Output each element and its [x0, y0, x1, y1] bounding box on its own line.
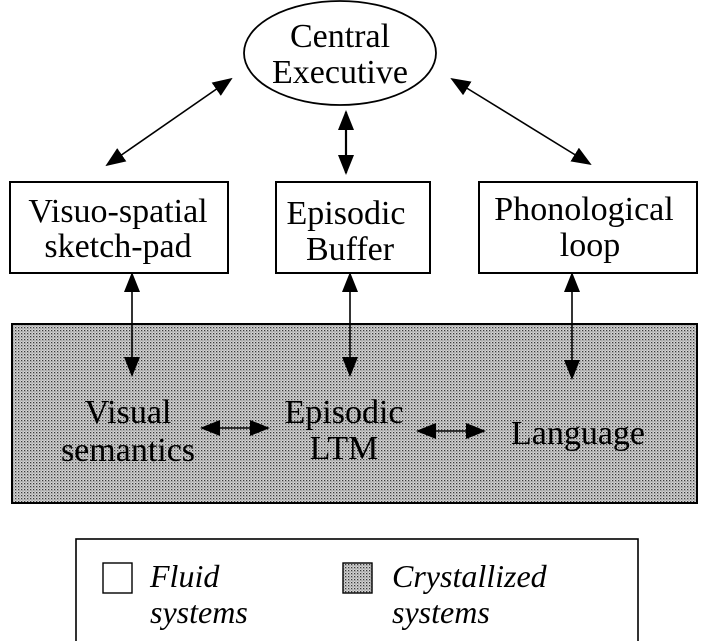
episodic-ltm-label-2: LTM: [310, 430, 379, 467]
language-node: Language: [511, 415, 645, 452]
phonological-loop-label-1: Phonological: [494, 191, 673, 228]
visuo-spatial-label-1: Visuo-spatial: [28, 193, 207, 230]
visuo-spatial-sketchpad-node: Visuo-spatial sketch-pad: [9, 181, 229, 274]
visual-semantics-label-1: Visual: [85, 394, 172, 431]
central-executive-label-1: Central: [290, 18, 390, 55]
central-executive-node: Central Executive: [243, 0, 437, 106]
phonological-loop-node: Phonological loop: [478, 181, 698, 274]
legend: Fluid systems Crystallized systems: [75, 538, 639, 641]
episodic-buffer-label-1: Episodic: [287, 195, 406, 232]
episodic-buffer-node: Episodic Buffer: [275, 181, 431, 274]
legend-swatch-crystallized: [342, 562, 373, 594]
central-executive-label-2: Executive: [272, 54, 408, 91]
arrow-central-phonological: [450, 77, 592, 166]
arrow-central-visuospatial: [105, 77, 233, 167]
episodic-buffer-label-2: Buffer: [306, 231, 395, 268]
legend-fluid-label-1: Fluid: [149, 558, 220, 594]
legend-fluid-label-2: systems: [150, 594, 248, 630]
episodic-ltm-node: Episodic LTM: [285, 394, 404, 467]
visual-semantics-node: Visual semantics: [61, 394, 195, 469]
language-label: Language: [511, 415, 645, 452]
legend-crystallized-label-2: systems: [392, 594, 490, 630]
phonological-loop-label-2: loop: [560, 227, 620, 264]
visual-semantics-label-2: semantics: [61, 432, 195, 469]
visuo-spatial-label-2: sketch-pad: [44, 228, 191, 265]
legend-swatch-fluid: [102, 562, 133, 594]
episodic-ltm-label-1: Episodic: [285, 394, 404, 431]
legend-crystallized-label-1: Crystallized: [392, 558, 548, 594]
